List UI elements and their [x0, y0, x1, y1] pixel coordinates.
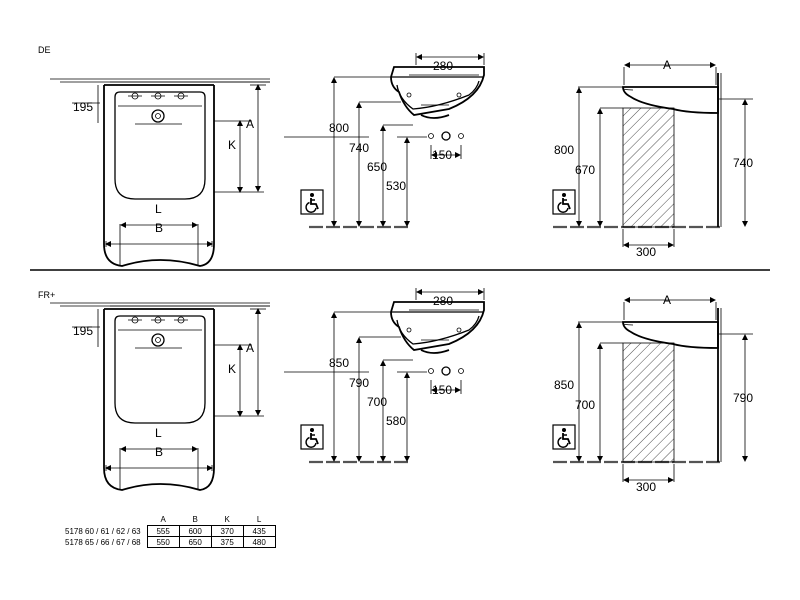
height-1: 800 [329, 121, 349, 135]
height-3: 650 [367, 160, 387, 174]
height-left-2: 700 [575, 398, 595, 412]
height-left-1: 800 [554, 143, 574, 157]
table-cell: 435 [242, 525, 276, 537]
dim-280: 280 [433, 59, 453, 73]
side-view: 280 150 850 790 700 580 [284, 288, 484, 462]
table-header: B [192, 515, 198, 524]
dim-195: 195 [73, 100, 93, 114]
table-cell: 555 [146, 525, 180, 537]
side-view: 280 150 800 740 650 530 [284, 53, 484, 227]
table-header: L [256, 515, 262, 524]
height-4: 580 [386, 414, 406, 428]
front-view: 195 A K L B [50, 303, 270, 490]
dim-300: 300 [636, 480, 656, 494]
table-cell: 375 [210, 536, 244, 548]
dim-280: 280 [433, 294, 453, 308]
dim-k: K [228, 138, 236, 152]
dim-l: L [155, 426, 162, 440]
table-cell: 370 [210, 525, 244, 537]
table-cell: 600 [178, 525, 212, 537]
section-code: DE [38, 45, 51, 55]
height-right: 790 [733, 391, 753, 405]
table-row: 5178 60 / 61 / 62 / 63 555 600 370 435 [62, 525, 276, 537]
wall-view: A 300 800 670 740 [553, 58, 753, 259]
wall-view: A 300 850 700 790 [553, 293, 753, 494]
dim-k: K [228, 362, 236, 376]
dim-300: 300 [636, 245, 656, 259]
dim-a: A [663, 58, 671, 72]
dim-l: L [155, 202, 162, 216]
model-number: 5178 60 / 61 / 62 / 63 [65, 526, 141, 536]
section-code: FR+ [38, 290, 55, 300]
height-right: 740 [733, 156, 753, 170]
height-2: 740 [349, 141, 369, 155]
table-cell: 550 [146, 536, 180, 548]
model-number: 5178 65 / 66 / 67 / 68 [65, 537, 141, 547]
height-3: 700 [367, 395, 387, 409]
dim-150: 150 [432, 383, 452, 397]
table-cell: 480 [242, 536, 276, 548]
table-header: A [160, 515, 166, 524]
table-corner [62, 514, 147, 526]
height-4: 530 [386, 179, 406, 193]
height-1: 850 [329, 356, 349, 370]
dim-a: A [246, 341, 254, 355]
table-header: K [224, 515, 230, 524]
height-2: 790 [349, 376, 369, 390]
dim-a: A [663, 293, 671, 307]
dim-a: A [246, 117, 254, 131]
dim-150: 150 [432, 148, 452, 162]
height-left-1: 850 [554, 378, 574, 392]
table-row: 5178 65 / 66 / 67 / 68 550 650 375 480 [62, 536, 276, 548]
dim-195: 195 [73, 324, 93, 338]
table-cell: 650 [178, 536, 212, 548]
height-left-2: 670 [575, 163, 595, 177]
dimension-table: A B K L 5178 60 / 61 / 62 / 63 555 600 3… [62, 514, 276, 548]
dim-b: B [155, 445, 163, 459]
dim-b: B [155, 221, 163, 235]
table-header-row: A B K L [62, 514, 275, 526]
front-view: 195 A K L B [50, 79, 270, 266]
